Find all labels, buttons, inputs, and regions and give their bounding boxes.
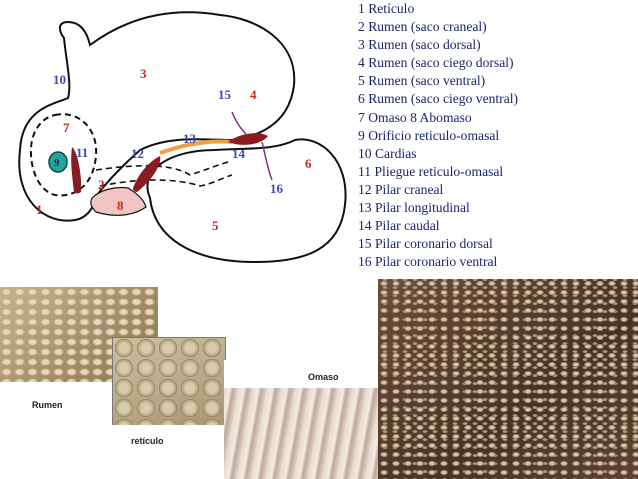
label-12: 12 xyxy=(131,146,144,161)
omaso-label-area xyxy=(224,360,378,388)
label-10: 10 xyxy=(53,72,66,87)
label-7: 7 xyxy=(63,120,70,135)
legend-item-8: 9 Orificio reticulo-omasal xyxy=(358,127,500,143)
stomach-diagram: 1 2 3 4 5 6 7 8 9 10 11 12 13 14 15 16 xyxy=(18,11,347,264)
abomaso-area xyxy=(90,186,147,216)
label-5: 5 xyxy=(212,218,219,233)
legend-list: 1 Retículo 2 Rumen (saco craneal) 3 Rume… xyxy=(358,0,638,271)
rumen-dorsal-outline xyxy=(18,11,296,222)
label-8: 8 xyxy=(117,198,124,213)
label-13: 13 xyxy=(183,131,197,146)
label-16: 16 xyxy=(270,181,284,196)
legend-item-12: 13 Pilar longitudinal xyxy=(358,200,470,216)
label-3: 3 xyxy=(140,66,147,81)
reticulo-photo xyxy=(112,337,226,427)
legend-item-11: 12 Pilar craneal xyxy=(358,181,444,197)
pliegue-reticulo-omasal-fold xyxy=(71,147,82,194)
pilar-caudal xyxy=(228,133,268,145)
omaso-dashed-outline xyxy=(29,113,98,197)
legend-item-5: 5 Rumen (saco ventral) xyxy=(358,73,486,89)
papillae-closeup-photo xyxy=(378,279,638,479)
reticulo-label-area xyxy=(112,425,224,479)
legend-item-15: 16 Pilar coronario ventral xyxy=(358,254,498,270)
label-15: 15 xyxy=(218,87,232,102)
pilar-coronario-dorsal xyxy=(231,111,247,135)
omaso-photo-label: Omaso xyxy=(308,372,339,382)
label-9: 9 xyxy=(54,157,60,169)
legend-item-9: 10 Cardias xyxy=(358,145,417,161)
label-11: 11 xyxy=(76,145,88,160)
legend-item-7: 7 Omaso 8 Abomaso xyxy=(358,109,472,125)
pilar-coronario-ventral xyxy=(261,141,273,181)
label-4: 4 xyxy=(250,87,257,102)
omaso-photo xyxy=(224,388,378,479)
legend-item-3: 3 Rumen (saco dorsal) xyxy=(358,37,481,53)
label-14: 14 xyxy=(232,146,246,161)
passage-dashed-line xyxy=(95,161,233,187)
rumen-ventral-outline xyxy=(146,138,347,264)
legend-item-1: 1 Retículo xyxy=(358,1,415,16)
legend-item-6: 6 Rumen (saco ciego ventral) xyxy=(358,91,519,107)
legend-item-14: 15 Pilar coronario dorsal xyxy=(358,236,493,252)
legend-item-10: 11 Pliegue reticulo-omasal xyxy=(358,163,504,179)
reticulo-photo-label: retículo xyxy=(131,436,164,446)
label-2: 2 xyxy=(98,177,105,192)
orificio-reticulo-omasal xyxy=(48,151,68,173)
pilar-craneal xyxy=(133,156,161,192)
rumen-photo-label: Rumen xyxy=(32,400,63,410)
pilar-longitudinal xyxy=(159,139,233,155)
label-6: 6 xyxy=(305,156,312,171)
legend-item-2: 2 Rumen (saco craneal) xyxy=(358,19,487,35)
label-1: 1 xyxy=(36,202,43,217)
legend-item-13: 14 Pilar caudal xyxy=(358,218,440,234)
rumen-label-area xyxy=(0,382,110,479)
legend-item-4: 4 Rumen (saco ciego dorsal) xyxy=(358,55,514,71)
